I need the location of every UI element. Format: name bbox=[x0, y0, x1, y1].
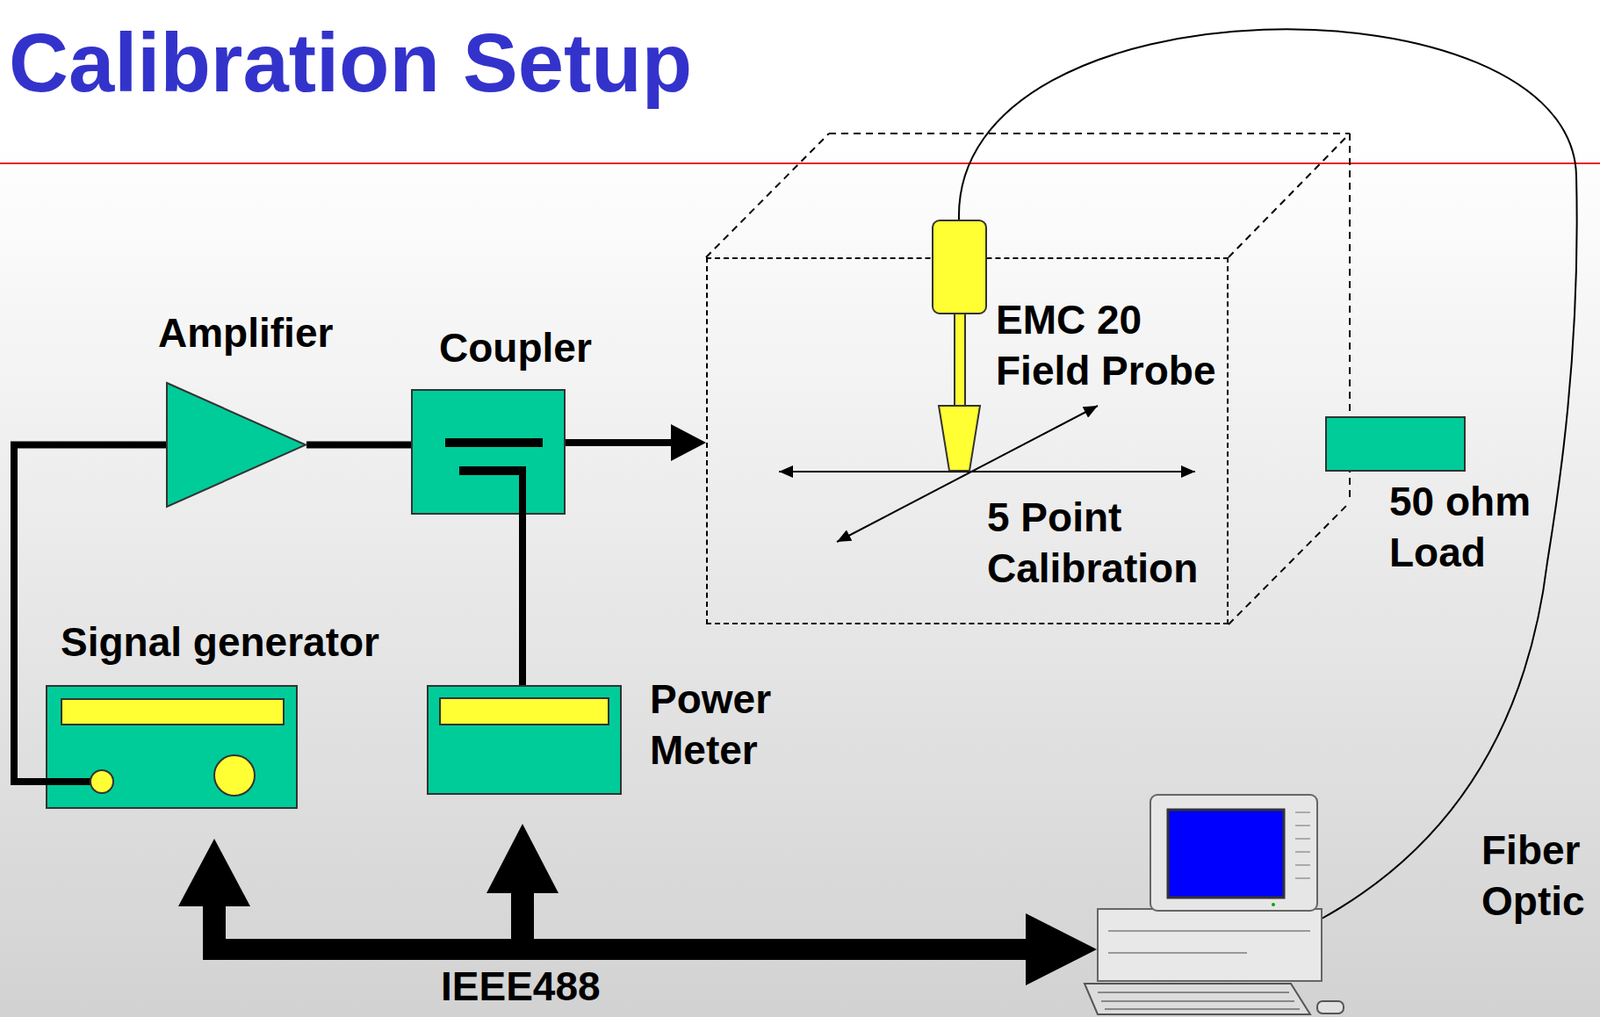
box-body bbox=[46, 685, 297, 808]
bus-line bbox=[511, 888, 534, 951]
chamber-edge bbox=[1228, 502, 1350, 625]
display-bar bbox=[61, 699, 284, 725]
node-label: 5 Point Calibration bbox=[987, 491, 1207, 594]
field-probe-shape bbox=[931, 219, 988, 472]
computer-monitor bbox=[1150, 794, 1318, 911]
node-label: Power Meter bbox=[649, 673, 804, 776]
signal-cable bbox=[565, 439, 680, 447]
bus-arrows bbox=[178, 823, 1097, 986]
signal-generator: Signal generator bbox=[45, 684, 298, 809]
slide-title: Calibration Setup bbox=[8, 19, 692, 108]
chamber-edge bbox=[1228, 133, 1350, 258]
probe-stem bbox=[954, 312, 966, 408]
keyboard bbox=[1084, 983, 1311, 1015]
node-label: 50 ohm Load bbox=[1389, 475, 1548, 578]
computer-slot bbox=[1108, 951, 1247, 954]
probe-sensor bbox=[938, 405, 981, 471]
control-knob bbox=[214, 755, 255, 796]
node-label: Amplifier bbox=[158, 307, 333, 359]
output-jack bbox=[90, 770, 114, 793]
amplifier-triangle bbox=[166, 382, 306, 507]
amplifier-symbol: Amplifier bbox=[165, 381, 307, 508]
load-box: 50 ohm Load bbox=[1325, 416, 1466, 472]
coupler-mainline bbox=[445, 438, 543, 447]
axis-arrow bbox=[778, 470, 1196, 473]
bus-line bbox=[202, 938, 1029, 960]
coupler-box: Coupler bbox=[410, 389, 566, 515]
bus-label: IEEE488 bbox=[440, 960, 601, 1012]
bus-arrowhead bbox=[178, 838, 251, 907]
computer-screen bbox=[1167, 809, 1284, 898]
signal-cable bbox=[306, 441, 411, 449]
node-label: Signal generator bbox=[60, 616, 380, 668]
field-probe: EMC 20 Field Probe bbox=[931, 219, 988, 472]
keyboard-keys bbox=[1097, 992, 1300, 1010]
coupler-box-shape bbox=[410, 389, 566, 515]
node-label: EMC 20 Field Probe bbox=[995, 294, 1220, 397]
bus-arrowhead bbox=[1025, 913, 1097, 986]
power-meter: Power Meter bbox=[426, 684, 622, 795]
signal-cable bbox=[518, 514, 527, 685]
bus-line bbox=[202, 900, 226, 960]
monitor-vents bbox=[1295, 812, 1311, 879]
chamber-back bbox=[706, 133, 1350, 625]
mouse bbox=[1317, 1001, 1344, 1014]
probe-body bbox=[932, 220, 987, 314]
coupler-branch bbox=[518, 466, 527, 515]
coupler-branch bbox=[459, 466, 527, 476]
chamber-edge bbox=[828, 132, 1350, 135]
computer bbox=[1084, 794, 1344, 1015]
box-body bbox=[411, 389, 565, 514]
computer-slot bbox=[1108, 929, 1311, 932]
title-rule bbox=[0, 162, 1600, 165]
display-bar bbox=[439, 698, 609, 725]
cable-label: Fiber Optic bbox=[1481, 824, 1592, 927]
computer-base bbox=[1097, 908, 1322, 981]
bus-arrowhead bbox=[486, 823, 559, 894]
power-led bbox=[1271, 902, 1276, 907]
signal-generator-shape bbox=[45, 684, 298, 809]
node-label: Coupler bbox=[439, 322, 592, 374]
amplifier-symbol-shape bbox=[165, 381, 307, 508]
fiber-cable bbox=[958, 28, 1578, 919]
test-chamber: 5 Point Calibration EMC 20 Field Probe bbox=[706, 257, 1229, 625]
chamber-edge bbox=[706, 133, 829, 258]
box-body bbox=[427, 685, 621, 794]
power-meter-shape bbox=[426, 684, 622, 795]
box-body bbox=[1326, 417, 1465, 471]
load-box-shape bbox=[1325, 416, 1466, 472]
